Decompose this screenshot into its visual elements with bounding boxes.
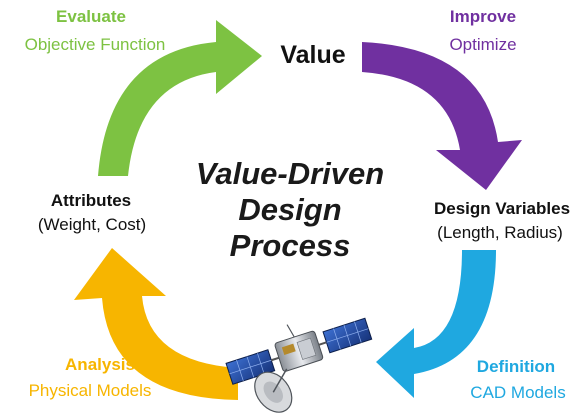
center-title-line-1: Value-Driven [195, 156, 385, 191]
improve-label: Improve [449, 7, 517, 26]
center-title-line-2: Design [238, 191, 342, 227]
evaluate-label: Evaluate [56, 7, 126, 26]
center-title: Value-Driven Design Process [196, 156, 384, 264]
definition-label: Definition [476, 357, 556, 376]
improve-detail: Optimize [449, 35, 517, 54]
design-variables-node-detail: (Length, Radius) [437, 223, 563, 242]
definition-arrow [376, 250, 496, 398]
evaluate-detail: Objective Function [24, 35, 166, 54]
attributes-node-detail: (Weight, Cost) [37, 215, 147, 234]
analysis-arrow [74, 248, 238, 400]
satellite-icon [225, 317, 373, 413]
definition-detail: CAD Models [470, 383, 566, 402]
design-variables-node-label: Design Variables [433, 199, 571, 218]
attributes-node-label: Attributes [50, 191, 132, 210]
evaluate-arrow [98, 20, 262, 176]
analysis-detail: Physical Models [28, 381, 152, 400]
analysis-label: Analysis [65, 355, 135, 374]
center-title-line-3: Process [229, 227, 351, 263]
value-node-label: Value [280, 41, 346, 69]
improve-arrow [362, 42, 522, 190]
